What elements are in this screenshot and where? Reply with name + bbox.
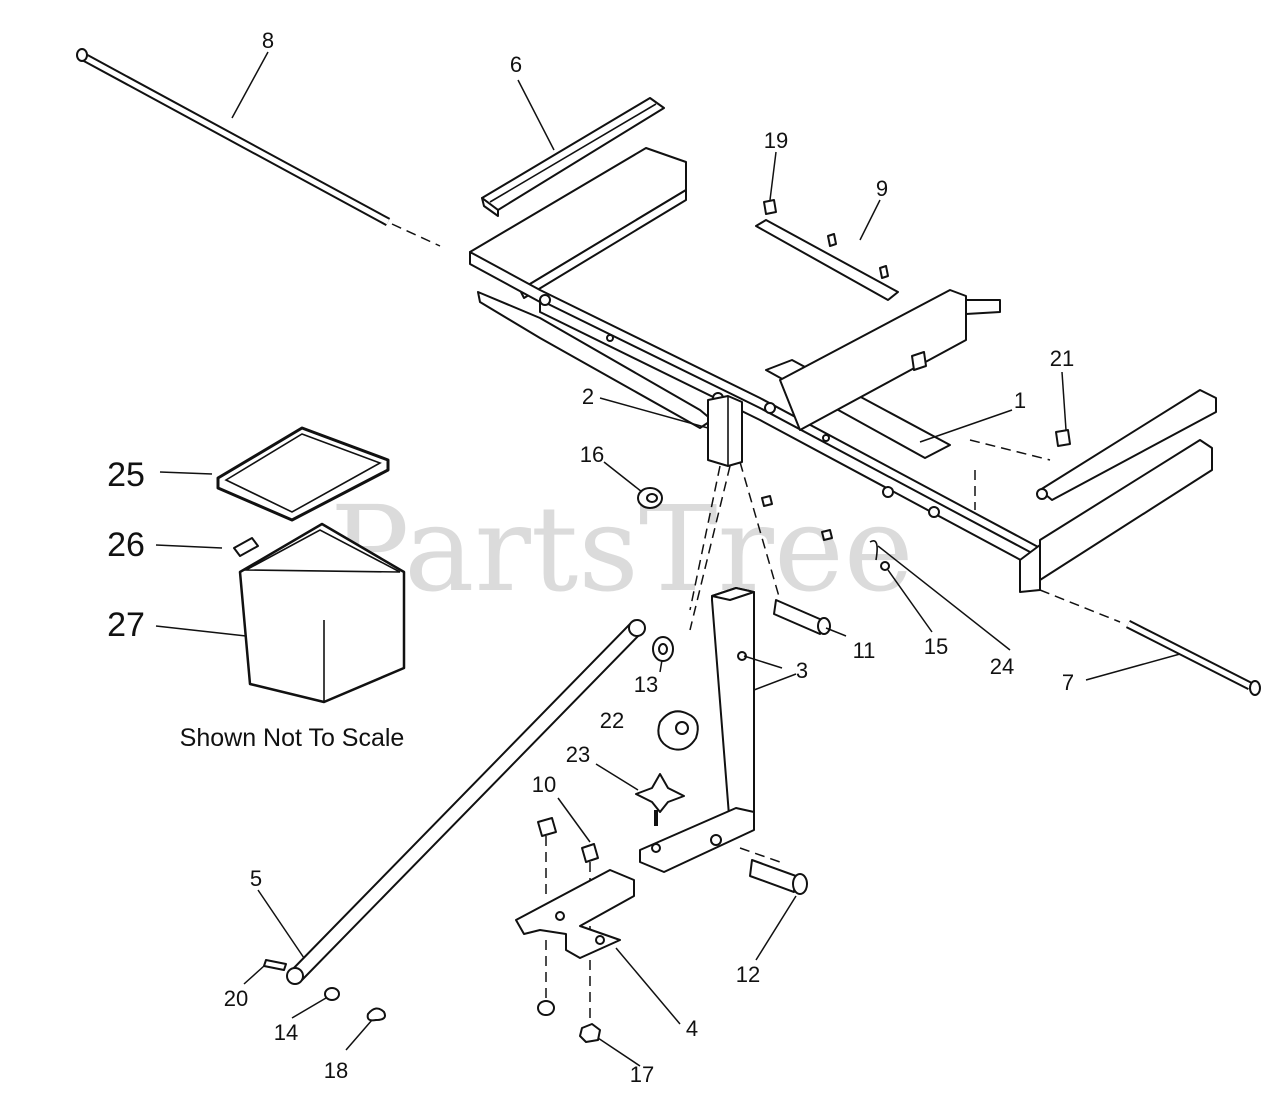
callout-26: 26 [107,526,145,564]
not-to-scale-note: Shown Not To Scale [180,724,405,752]
part-16-washer [637,487,663,509]
part-12-pin [749,859,808,895]
callout-25: 25 [107,456,145,494]
callouts: 8 6 19 9 21 1 2 16 25 26 27 11 15 24 7 3… [107,28,1074,1087]
callout-10: 10 [532,772,556,797]
leader-lines [155,51,1181,1067]
callout-8: 8 [262,28,274,53]
callout-7: 7 [1062,670,1074,695]
callout-20: 20 [224,986,248,1011]
part-19-screw [763,199,777,215]
part-4-bracket [515,869,635,1024]
callout-14: 14 [274,1020,298,1045]
part-11-pin [773,599,831,635]
small-hardware [761,495,890,571]
watermark: PartsTree [330,480,914,618]
callout-2: 2 [582,384,594,409]
callout-24: 24 [990,654,1014,679]
callout-16: 16 [580,442,604,467]
callout-9: 9 [876,176,888,201]
callout-17: 17 [630,1062,654,1087]
part-2-post [689,395,781,631]
callout-13: 13 [634,672,658,697]
part-13-washer [652,636,674,662]
callout-19: 19 [764,128,788,153]
callout-1: 1 [1014,388,1026,413]
part-5-arm [286,619,646,985]
part-27-bucket [238,522,406,704]
callout-4: 4 [686,1016,698,1041]
callout-27: 27 [107,606,145,644]
part-6-rail [481,97,665,217]
callout-15: 15 [924,634,948,659]
callout-11: 11 [853,638,876,663]
bottom-hardware [263,959,601,1043]
callout-3: 3 [796,658,808,683]
callout-18: 18 [324,1058,348,1083]
callout-12: 12 [736,962,760,987]
callout-6: 6 [510,52,522,77]
part-3-tube [639,587,781,873]
part-9-plate [755,219,899,301]
callout-5: 5 [250,866,262,891]
part-1-main-frame [469,147,1217,593]
part-23-star-knob [635,773,685,826]
part-25-lid [216,426,390,522]
callout-23: 23 [566,742,590,767]
part-21-bolt [1055,429,1071,447]
part-7-rod [1039,589,1261,696]
callout-21: 21 [1050,346,1074,371]
part-22-knob [657,710,699,751]
part-26-pin [233,537,259,557]
callout-22: 22 [600,708,624,733]
part-8-rod [76,48,441,247]
